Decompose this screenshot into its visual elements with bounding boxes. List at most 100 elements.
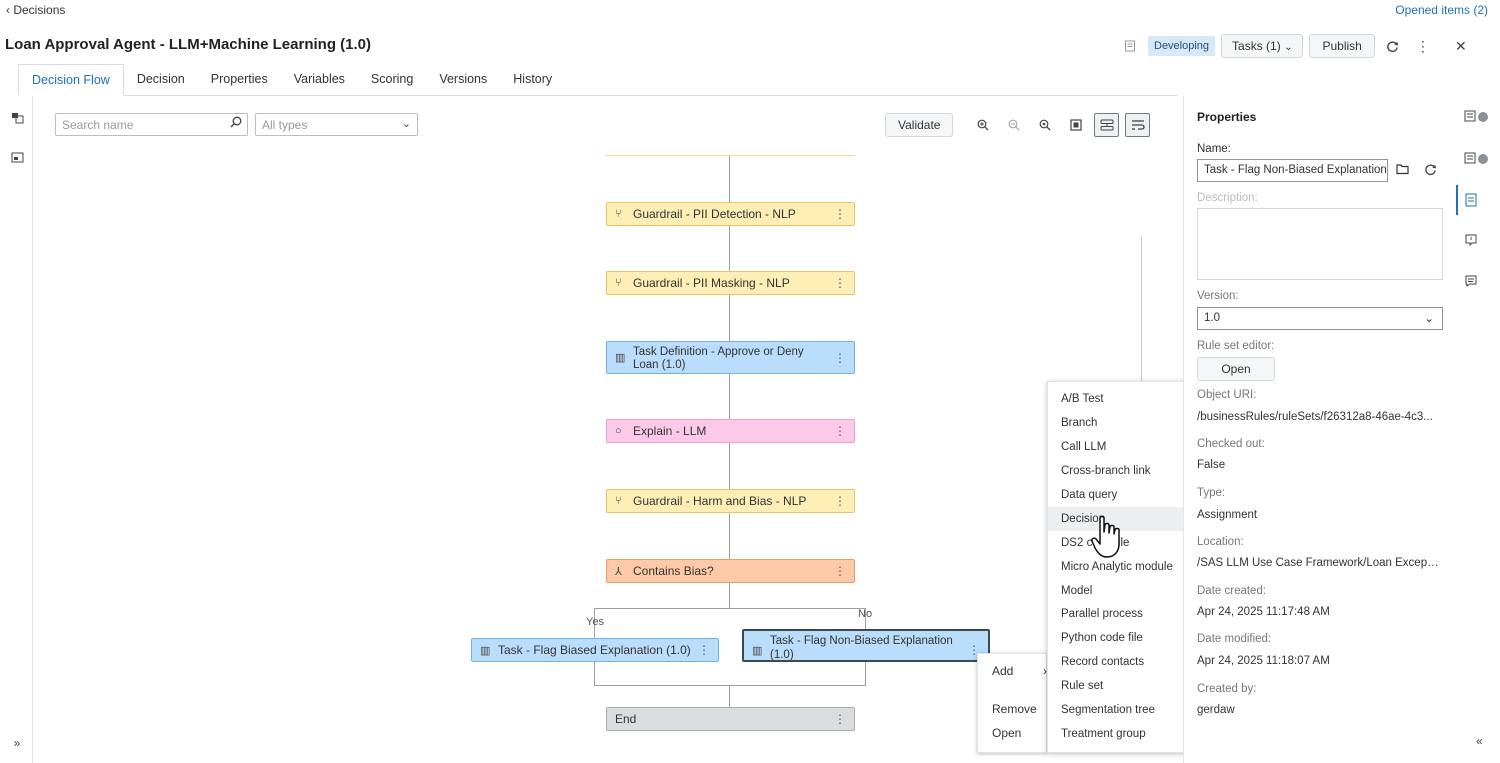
tab-history[interactable]: History [513,72,553,86]
version-select[interactable]: 1.0 ⌄ [1197,307,1443,330]
submenu-item-branch[interactable]: Branch [1061,417,1098,429]
outputs-panel-icon[interactable] [1464,152,1490,170]
tab-decision-flow[interactable]: Decision Flow [18,64,124,96]
search-input[interactable]: Search name [55,113,248,136]
type-label: Type: [1197,487,1226,499]
more-vertical-icon[interactable]: ⋮ [834,494,846,508]
folder-icon[interactable] [1396,163,1409,178]
submenu-item-decision[interactable]: Decision [1048,507,1189,531]
submenu-item-rule-set[interactable]: Rule set [1061,680,1104,692]
flow-node-harm-bias[interactable]: ⑂ Guardrail - Harm and Bias - NLP ⋮ [606,489,855,513]
chevron-down-icon: ⌄ [1424,313,1434,325]
submenu-item-record-contacts[interactable]: Record contacts [1061,656,1145,668]
flow-node-flag-non-biased[interactable]: ▥ Task - Flag Non-Biased Explanation (1.… [742,629,990,662]
refresh-icon[interactable] [1381,34,1405,58]
canvas-scrollbar[interactable] [1141,237,1142,382]
flow-node-explain-llm[interactable]: ○ Explain - LLM ⋮ [606,419,855,443]
objects-panel-icon[interactable] [10,112,24,126]
rule-set-icon: ▥ [615,352,626,364]
zoom-in-icon[interactable] [970,113,995,137]
node-label: Task - Flag Non-Biased Explanation (1.0) [770,635,953,661]
tasks-button[interactable]: Tasks (1) ⌄ [1221,34,1304,58]
connector [594,608,865,609]
node-bottom-edge [605,155,855,156]
menu-item-remove[interactable]: Remove [992,702,1037,716]
more-vertical-icon[interactable]: ⋮ [1415,37,1430,54]
overview-panel-icon[interactable] [10,152,24,166]
submenu-item-cross-branch-link[interactable]: Cross-branch link [1061,465,1151,477]
node-label: Task - Flag Biased Explanation (1.0) [498,643,691,657]
submenu-item-model[interactable]: Model [1061,585,1093,597]
submenu-item-ab-test[interactable]: A/B Test [1061,393,1104,405]
flow-node-pii-detection[interactable]: ⑂ Guardrail - PII Detection - NLP ⋮ [606,202,855,226]
page-title: Loan Approval Agent - LLM+Machine Learni… [5,36,371,53]
flow-node-task-definition[interactable]: ▥ Task Definition - Approve or Deny Loan… [606,341,855,374]
tasks-label: Tasks (1) [1232,39,1281,53]
flow-node-flag-biased[interactable]: ▥ Task - Flag Biased Explanation (1.0) ⋮ [471,638,719,662]
submenu-item-treatment-group[interactable]: Treatment group [1061,728,1146,740]
tab-properties[interactable]: Properties [210,72,268,86]
collapse-panel-icon[interactable]: « [1476,734,1483,748]
properties-title: Properties [1197,110,1257,124]
flow-node-contains-bias[interactable]: ⅄ Contains Bias? ⋮ [606,559,855,583]
connector [729,685,730,707]
layout-toggle-icon[interactable] [1094,113,1119,137]
more-vertical-icon[interactable]: ⋮ [834,351,846,365]
tab-scoring[interactable]: Scoring [370,72,414,86]
connector [865,662,866,685]
wrap-toggle-icon[interactable] [1125,113,1150,137]
open-rule-set-button[interactable]: Open [1197,357,1275,381]
name-field[interactable]: Task - Flag Non-Biased Explanation [1197,159,1388,182]
node-context-menu: Add › Remove Open [977,653,1047,753]
submenu-item-segmentation-tree[interactable]: Segmentation tree [1061,704,1155,716]
submenu-item-parallel-process[interactable]: Parallel process [1061,608,1143,620]
properties-panel-icon[interactable] [1464,193,1490,211]
zoom-reset-icon[interactable] [1032,113,1057,137]
chevron-left-icon: ‹ [6,3,10,17]
tab-decision[interactable]: Decision [136,72,185,86]
submenu-item-call-llm[interactable]: Call LLM [1061,441,1107,453]
menu-item-add[interactable]: Add › [992,664,1047,678]
submenu-item-python-code-file[interactable]: Python code file [1061,632,1143,644]
inputs-panel-icon[interactable] [1464,110,1490,128]
validate-button[interactable]: Validate [885,113,954,137]
chevron-right-icon: › [1043,664,1047,678]
publish-button[interactable]: Publish [1309,34,1375,58]
more-vertical-icon[interactable]: ⋮ [834,207,846,221]
refresh-icon[interactable] [1424,163,1437,179]
rule-set-icon: ▥ [752,645,763,657]
zoom-fit-icon[interactable] [1063,113,1088,137]
submenu-item-data-query[interactable]: Data query [1061,489,1118,501]
note-icon[interactable] [1118,34,1142,58]
close-icon[interactable]: ✕ [1454,37,1467,54]
menu-item-open[interactable]: Open [992,726,1022,740]
type-filter-select[interactable]: All types ⌄ [255,113,418,136]
more-vertical-icon[interactable]: ⋮ [834,276,846,290]
opened-items-link[interactable]: Opened items (2) [1395,3,1488,17]
flow-node-end[interactable]: End ⋮ [606,707,855,731]
back-to-decisions-link[interactable]: ‹ Decisions [6,3,65,17]
branch-icon: ⅄ [615,565,622,578]
branch-label-yes: Yes [586,616,604,628]
flow-node-pii-masking[interactable]: ⑂ Guardrail - PII Masking - NLP ⋮ [606,271,855,295]
node-label: Contains Bias? [633,564,714,578]
llm-icon: ○ [615,425,622,437]
description-field[interactable] [1197,208,1443,280]
submenu-item-micro-analytic-module[interactable]: Micro Analytic module [1061,561,1173,573]
more-vertical-icon[interactable]: ⋮ [698,643,710,657]
validation-panel-icon[interactable] [1464,233,1490,251]
date-created-value: Apr 24, 2025 11:17:48 AM [1197,606,1330,618]
more-vertical-icon[interactable]: ⋮ [834,564,846,578]
zoom-out-icon[interactable] [1001,113,1026,137]
search-icon[interactable] [230,116,242,131]
tab-variables[interactable]: Variables [293,72,345,86]
more-vertical-icon[interactable]: ⋮ [834,424,846,438]
expand-panel-icon[interactable]: » [13,736,21,750]
tab-versions[interactable]: Versions [439,72,488,86]
comments-panel-icon[interactable] [1464,274,1490,292]
connector [594,662,595,685]
description-label: Description: [1197,192,1258,204]
more-vertical-icon[interactable]: ⋮ [834,712,846,726]
rule-set-icon: ▥ [480,644,491,657]
connector [594,608,595,638]
